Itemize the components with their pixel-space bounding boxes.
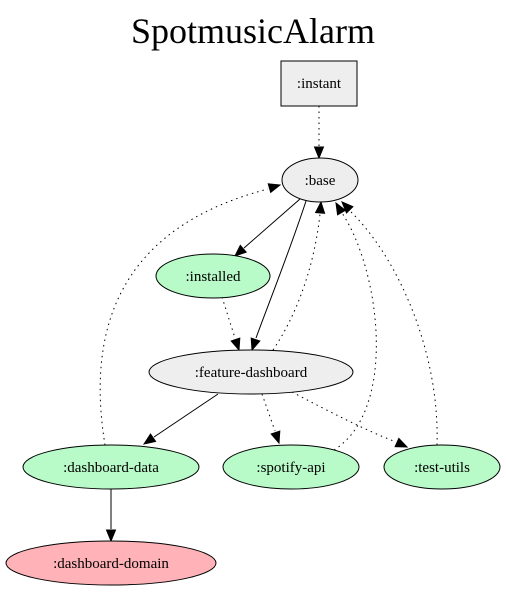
node-dashboard-domain-label: :dashboard-domain [53,556,169,572]
edge-test-utils-to-base [341,201,438,446]
node-instant[interactable]: :instant [280,60,358,107]
node-instant-label: :instant [297,76,342,92]
edge-base-to-feature-dashboard [250,200,307,352]
node-installed[interactable]: :installed [155,253,271,299]
edge-line [221,296,236,339]
edge-line [243,198,301,249]
node-base-label: :base [305,173,336,189]
node-spotify-api-label: :spotify-api [256,460,325,476]
edge-instant-to-base [313,106,325,160]
node-feature-dashboard-label: :feature-dashboard [195,365,308,381]
node-test-utils-label: :test-utils [414,460,470,476]
edge-line [255,200,307,339]
graph-title: SpotmusicAlarm [131,11,375,51]
edge-line [272,213,321,351]
edge-line [333,212,377,451]
node-test-utils-shape [383,444,501,490]
arrow-head [314,200,326,214]
arrow-head [234,244,248,257]
arrow-head [394,437,409,448]
node-dashboard-data-shape [22,444,200,490]
edge-line [99,188,269,446]
edges-layer [99,106,438,543]
arrow-head [230,337,241,352]
node-dashboard-data[interactable]: :dashboard-data [22,444,200,490]
node-spotify-api-shape [222,444,360,490]
edge-line [291,391,397,443]
node-installed-label: :installed [186,269,241,285]
edge-spotify-api-to-base [333,201,377,451]
edge-line [349,210,438,446]
edge-line [261,393,276,432]
node-base-shape [281,157,359,203]
edge-feature-dashboard-to-base [272,200,326,351]
edge-dashboard-data-to-base [99,183,282,446]
arrow-head [335,201,347,216]
arrow-head [270,430,281,445]
arrow-head [341,201,354,214]
edge-feature-dashboard-to-dashboard-data [142,393,219,445]
node-dashboard-domain[interactable]: :dashboard-domain [5,540,217,586]
arrow-head [250,337,261,352]
node-feature-dashboard-shape [148,349,354,395]
node-feature-dashboard[interactable]: :feature-dashboard [148,349,354,395]
edge-base-to-installed [234,198,301,257]
node-instant-shape [280,60,358,107]
edge-feature-dashboard-to-spotify-api [261,393,281,445]
node-dashboard-data-label: :dashboard-data [63,460,159,476]
arrow-head [142,433,157,445]
node-dashboard-domain-shape [5,540,217,586]
node-test-utils[interactable]: :test-utils [383,444,501,490]
edge-dashboard-data-to-dashboard-domain [105,489,117,543]
node-installed-shape [155,253,271,299]
edge-feature-dashboard-to-test-utils [291,391,409,448]
arrow-head [313,146,325,160]
node-spotify-api[interactable]: :spotify-api [222,444,360,490]
arrow-head [105,529,117,543]
node-base[interactable]: :base [281,157,359,203]
edge-line [153,393,219,438]
arrow-head [267,183,282,194]
edge-installed-to-feature-dashboard [221,296,241,352]
